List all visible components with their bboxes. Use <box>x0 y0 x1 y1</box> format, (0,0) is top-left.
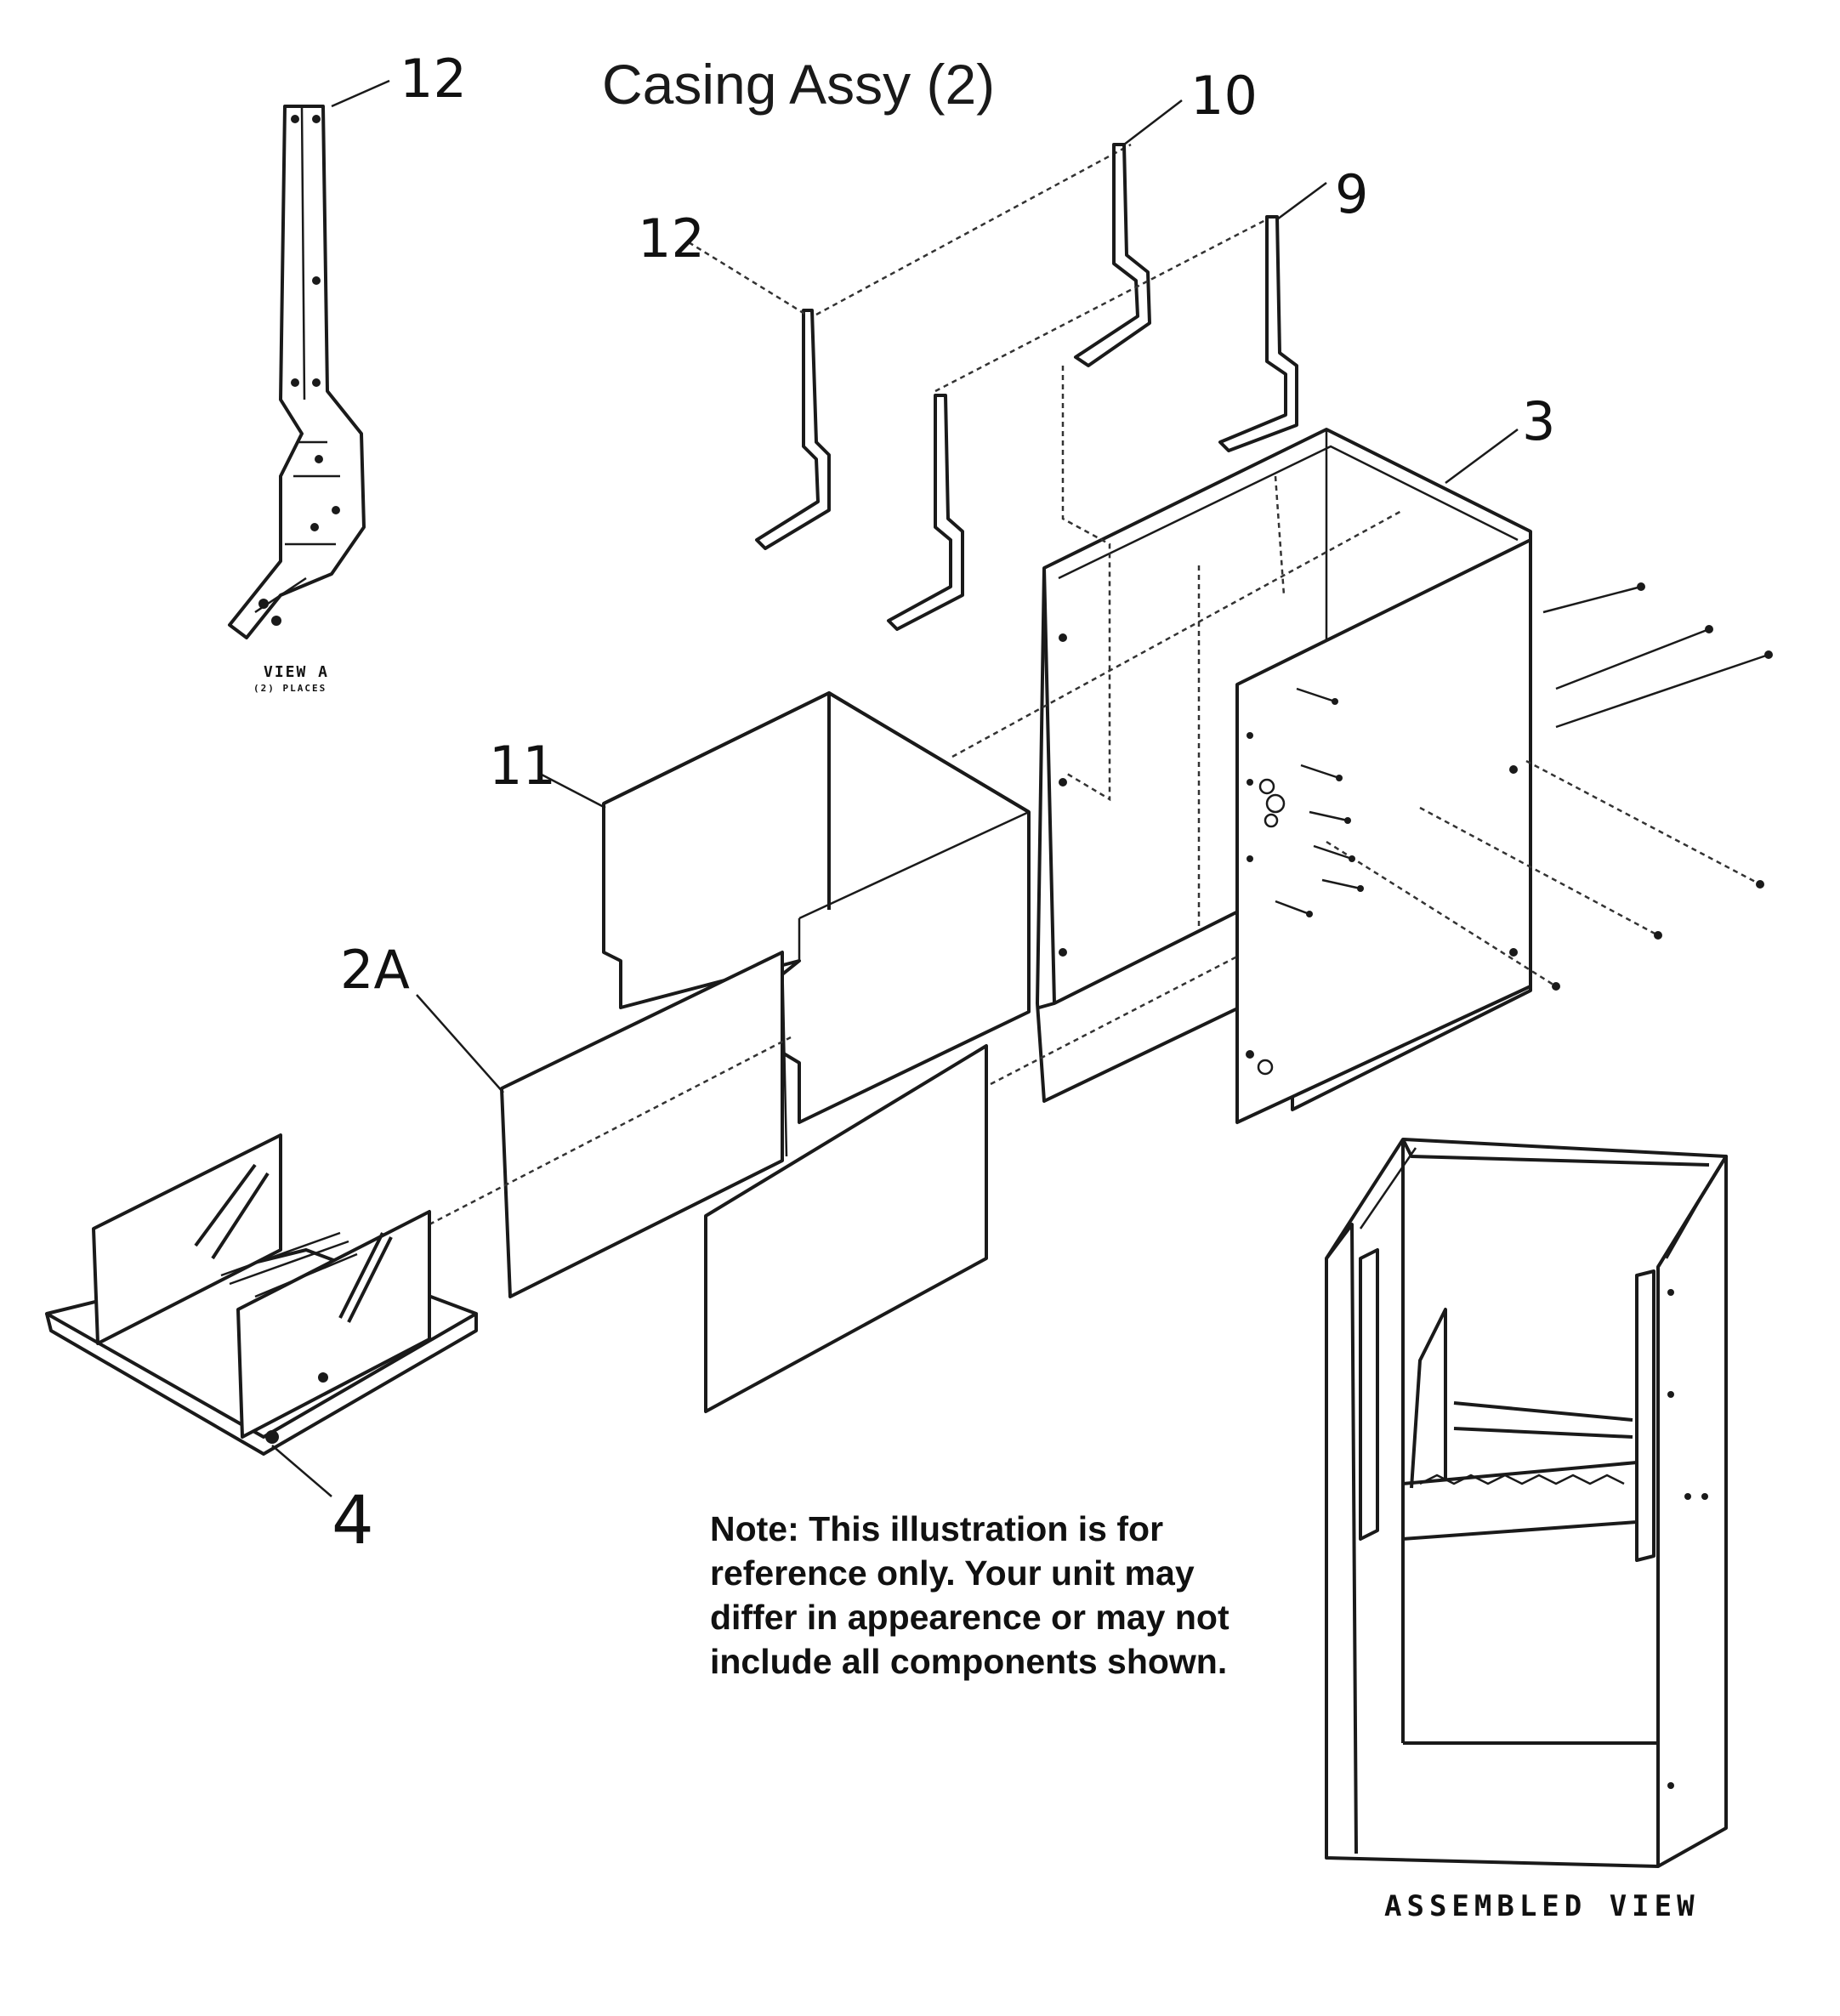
leader-2a <box>416 994 504 1093</box>
callout-12: 12 <box>638 207 705 270</box>
diagram-title: Casing Assy (2) <box>602 53 996 116</box>
part-9-bracket <box>1218 215 1298 452</box>
screws <box>1275 582 1773 991</box>
view-a-bracket <box>228 105 366 639</box>
callout-2a: 2A <box>340 939 410 1001</box>
leader-4 <box>271 1445 332 1497</box>
callout-10: 10 <box>1190 65 1258 127</box>
view-a-sublabel: (2) PLACES <box>253 683 327 694</box>
leader-9 <box>1276 181 1327 221</box>
callout-9: 9 <box>1335 163 1369 225</box>
leader-3 <box>1445 428 1519 485</box>
part-4-base <box>45 1133 478 1456</box>
leader-12b <box>688 241 807 316</box>
callout-11: 11 <box>489 735 556 797</box>
leader-10 <box>1123 99 1183 145</box>
callout-12-view-a: 12 <box>400 48 467 110</box>
callout-3: 3 <box>1522 390 1556 452</box>
part-2a-panels <box>500 951 988 1413</box>
reference-note: Note: This illustration is for reference… <box>710 1509 1230 1681</box>
assembled-view-drawing <box>1325 1138 1728 1868</box>
view-a-label: VIEW A <box>264 663 330 681</box>
casing-side-panel <box>1235 538 1532 1124</box>
assembled-view-label: ASSEMBLED VIEW <box>1384 1889 1700 1923</box>
leader-12a <box>331 79 390 108</box>
part-10-bracket <box>1074 143 1151 367</box>
leader-11 <box>539 772 606 809</box>
part-12-bracket <box>755 309 831 550</box>
callout-4: 4 <box>332 1483 374 1559</box>
part-bracket-lower <box>887 394 964 631</box>
